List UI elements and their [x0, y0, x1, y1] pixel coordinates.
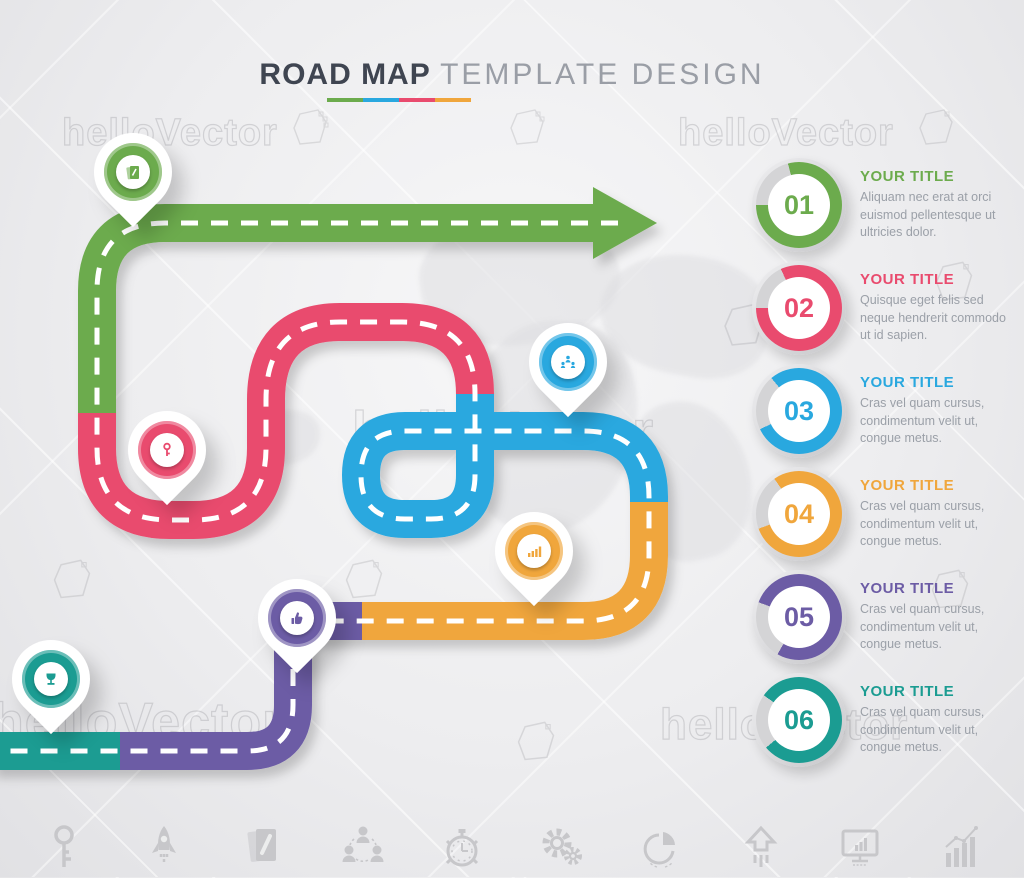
- growth-chart-icon: [936, 823, 984, 873]
- pin-step-4: [478, 495, 590, 607]
- step-description: Quisque eget felis sed neque hendrerit c…: [860, 293, 1006, 343]
- up-arrow-icon: [737, 823, 785, 873]
- pie-chart-icon: [637, 823, 685, 873]
- thumbs-up-icon: [280, 601, 314, 635]
- bar-chart-icon: [517, 534, 551, 568]
- step-description: Cras vel quam cursus, condimentum velit …: [860, 602, 985, 652]
- gears-icon: [538, 823, 586, 873]
- underline-green: [327, 98, 363, 102]
- step-title: YOUR TITLE: [860, 477, 955, 495]
- key-icon: [40, 823, 88, 873]
- step-circle: 03: [752, 364, 846, 458]
- progress-ring: 04: [756, 471, 842, 557]
- pin-step-5: [241, 562, 353, 674]
- step-circle: 04: [752, 467, 846, 561]
- road-arrowhead: [593, 187, 657, 259]
- step-description: Cras vel quam cursus, condimentum velit …: [860, 499, 985, 549]
- trophy-icon: [34, 662, 68, 696]
- step-title: YOUR TITLE: [860, 374, 955, 392]
- title-secondary: TEMPLATE DESIGN: [440, 58, 765, 91]
- pin-step-1: [77, 116, 189, 228]
- step-number: 01: [768, 174, 830, 236]
- key-icon: [150, 433, 184, 467]
- step-item-2: 02 YOUR TITLE Quisque eget felis sed nequ…: [752, 261, 1014, 355]
- progress-ring: 01: [756, 162, 842, 248]
- step-title: YOUR TITLE: [860, 168, 955, 186]
- pin-step-3: [512, 306, 624, 418]
- step-title: YOUR TITLE: [860, 683, 955, 701]
- notes-icon: [116, 155, 150, 189]
- step-title: YOUR TITLE: [860, 271, 955, 289]
- step-description: Aliquam nec erat at orci euismod pellent…: [860, 190, 996, 240]
- step-number: 05: [768, 586, 830, 648]
- monitor-chart-icon: [836, 823, 884, 873]
- step-number: 02: [768, 277, 830, 339]
- pin-step-6: [0, 623, 107, 735]
- step-circle: 02: [752, 261, 846, 355]
- step-item-4: 04 YOUR TITLE Cras vel quam cursus, condi…: [752, 467, 1014, 561]
- step-item-3: 03 YOUR TITLE Cras vel quam cursus, condi…: [752, 364, 1014, 458]
- road-segment-blue: [341, 394, 668, 538]
- steps-panel: 01 YOUR TITLE Aliquam nec erat at orci eu…: [752, 158, 1014, 776]
- title-underline: [327, 98, 471, 102]
- step-description: Cras vel quam cursus, condimentum velit …: [860, 705, 985, 755]
- page-title: ROAD MAP TEMPLATE DESIGN: [0, 58, 1024, 102]
- progress-ring: 02: [756, 265, 842, 351]
- step-circle: 06: [752, 673, 846, 767]
- stopwatch-icon: [438, 823, 486, 873]
- road-center-dashes: [0, 220, 652, 754]
- progress-ring: 03: [756, 368, 842, 454]
- underline-pink: [399, 98, 435, 102]
- underline-blue: [363, 98, 399, 102]
- documents-icon: [239, 823, 287, 873]
- step-number: 03: [768, 380, 830, 442]
- progress-ring: 05: [756, 574, 842, 660]
- pin-step-2: [111, 394, 223, 506]
- step-number: 06: [768, 689, 830, 751]
- step-title: YOUR TITLE: [860, 580, 955, 598]
- step-circle: 01: [752, 158, 846, 252]
- team-icon: [551, 345, 585, 379]
- step-circle: 05: [752, 570, 846, 664]
- underline-orange: [435, 98, 471, 102]
- rocket-icon: [140, 823, 188, 873]
- title-primary: ROAD MAP: [259, 58, 431, 91]
- step-item-1: 01 YOUR TITLE Aliquam nec erat at orci eu…: [752, 158, 1014, 252]
- progress-ring: 06: [756, 677, 842, 763]
- step-number: 04: [768, 483, 830, 545]
- step-item-6: 06 YOUR TITLE Cras vel quam cursus, condi…: [752, 673, 1014, 767]
- teamwork-icon: [339, 823, 387, 873]
- bottom-icon-row: [0, 823, 1024, 873]
- step-item-5: 05 YOUR TITLE Cras vel quam cursus, condi…: [752, 570, 1014, 664]
- step-description: Cras vel quam cursus, condimentum velit …: [860, 396, 985, 446]
